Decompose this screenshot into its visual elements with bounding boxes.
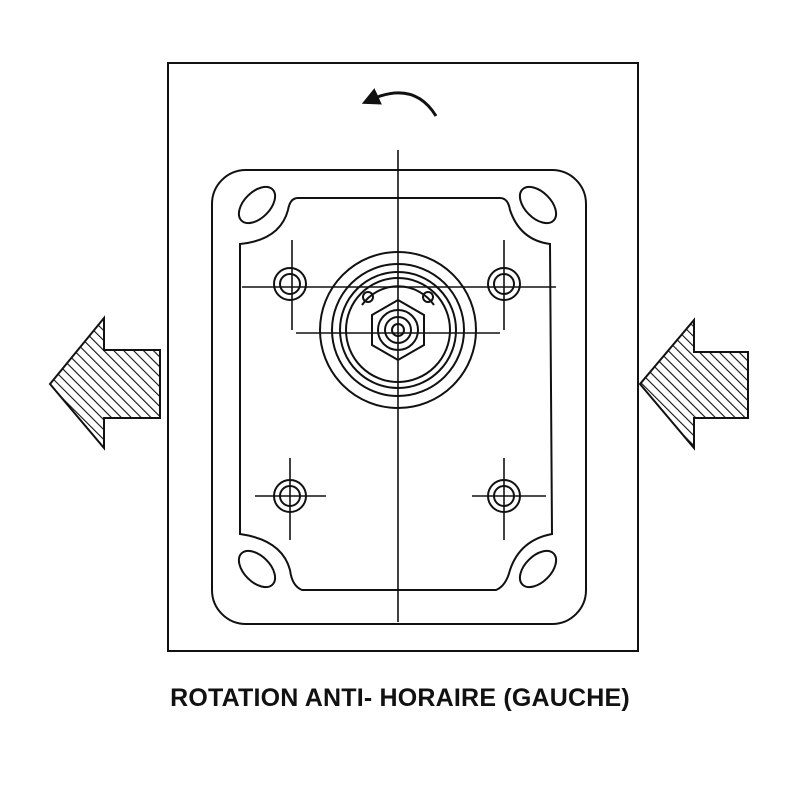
pump-body xyxy=(239,197,554,591)
rotation-caption: ROTATION ANTI- HORAIRE (GAUCHE) xyxy=(170,684,630,712)
bolt-hole-top-left xyxy=(273,267,307,301)
shaft-boss xyxy=(319,251,477,409)
center-lines xyxy=(242,150,556,622)
hatched-arrow-left-icon xyxy=(48,315,161,451)
slot-bottom-left xyxy=(237,549,277,589)
flange-outline xyxy=(211,169,587,625)
slot-top-right xyxy=(518,185,558,225)
slot-top-left xyxy=(237,185,277,225)
counterclockwise-arrow-icon xyxy=(361,88,438,117)
outer-frame xyxy=(167,62,639,652)
slot-bottom-right xyxy=(518,549,558,589)
hatched-arrow-left-icon xyxy=(638,317,749,451)
